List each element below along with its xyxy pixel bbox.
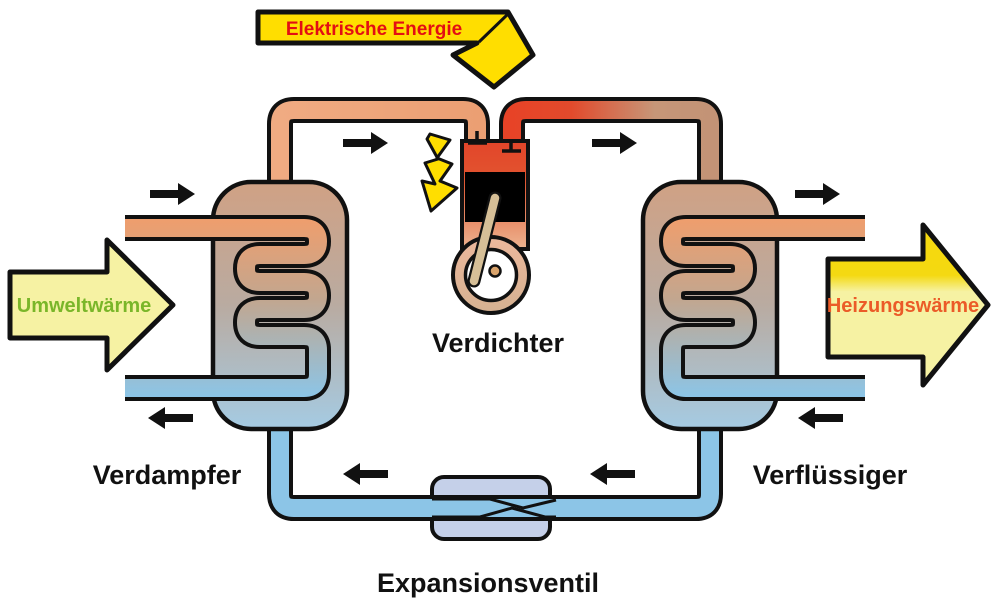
discharge-pipe xyxy=(499,97,723,188)
banner-fold-line xyxy=(477,12,510,44)
discharge-valve-tick xyxy=(502,139,521,153)
flow-arrow-left-icon xyxy=(148,407,193,429)
return-pipe xyxy=(267,423,723,521)
umweltwaerme-arrow: Umweltwärme xyxy=(7,237,176,373)
umweltwaerme-label: Umweltwärme xyxy=(17,295,152,317)
condenser-coil xyxy=(658,215,865,401)
flow-arrows xyxy=(148,132,843,485)
evaporator-label: Verdampfer xyxy=(93,460,242,490)
umweltwaerme-arrow-shape xyxy=(7,237,176,373)
flow-arrow-right-icon xyxy=(592,132,637,154)
connecting-rod xyxy=(467,191,502,288)
compressor xyxy=(451,131,531,315)
expansion-valve-label: Expansionsventil xyxy=(377,568,599,598)
compressor-label: Verdichter xyxy=(432,328,565,358)
flow-arrow-left-icon xyxy=(590,463,635,485)
flow-arrow-left-icon xyxy=(798,407,843,429)
flow-arrow-right-icon xyxy=(150,183,195,205)
electrical-energy-banner: Elektrische Energie xyxy=(255,9,536,90)
electrical-energy-label: Elektrische Energie xyxy=(286,19,462,40)
crank-pin xyxy=(488,264,502,278)
heizungswaerme-arrow-shape xyxy=(825,222,991,388)
heizungswaerme-label: Heizungswärme xyxy=(827,295,979,317)
flow-arrow-right-icon xyxy=(343,132,388,154)
lightning-bolt-icon xyxy=(420,132,459,213)
suction-valve-tick xyxy=(468,131,487,145)
banner-arrow-shape xyxy=(255,9,536,90)
flow-arrow-left-icon xyxy=(343,463,388,485)
evaporator-coil xyxy=(125,215,332,401)
suction-pipe xyxy=(267,97,490,188)
condenser-label: Verflüssiger xyxy=(753,460,908,490)
flow-arrow-right-icon xyxy=(795,183,840,205)
heizungswaerme-arrow: Heizungswärme xyxy=(825,222,991,388)
venturi-constriction xyxy=(432,497,557,519)
